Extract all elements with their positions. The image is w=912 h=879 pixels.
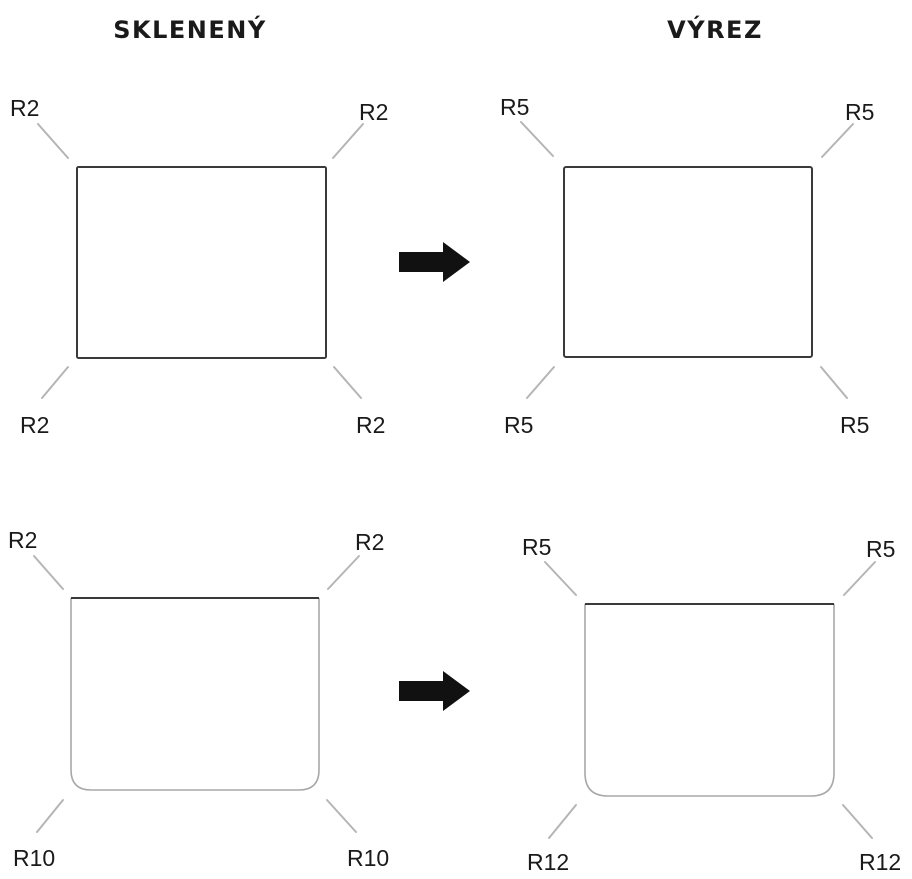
radius-label-top-right: R5 — [866, 536, 895, 562]
cutout-rect-top: R5 R5 R5 R5 — [500, 94, 874, 438]
cutout-shape-bottom-sides — [584, 604, 835, 797]
radius-label-bottom-left: R12 — [527, 849, 569, 875]
right-arrow-icon — [399, 671, 470, 711]
radius-label-bottom-left: R2 — [20, 412, 49, 438]
leader-line-top-right — [327, 555, 360, 590]
glass-rect-top-outline — [76, 166, 327, 359]
radius-label-bottom-left: R5 — [504, 412, 533, 438]
leader-line-top-left — [33, 555, 64, 590]
leader-line-bottom-right — [326, 799, 357, 833]
leader-line-bottom-left — [526, 366, 555, 399]
right-arrow-icon — [399, 242, 470, 282]
radius-label-bottom-right: R12 — [859, 849, 901, 875]
leader-line-bottom-right — [820, 366, 848, 399]
heading-sklenený: SKLENENÝ — [113, 16, 267, 44]
radius-label-top-left: R5 — [500, 94, 529, 120]
radius-label-bottom-right: R5 — [840, 412, 869, 438]
cutout-rect-top-outline — [563, 166, 813, 358]
radius-label-top-left: R2 — [8, 527, 37, 553]
leader-line-bottom-left — [41, 366, 69, 399]
glass-shape-bottom-sides — [70, 598, 320, 791]
glass-shape-bottom: R2 R2 R10 R10 — [8, 527, 389, 871]
leader-line-top-right — [332, 123, 364, 159]
heading-vyrez: VÝREZ — [667, 16, 763, 44]
radius-label-top-right: R2 — [355, 529, 384, 555]
radius-label-top-left: R2 — [10, 95, 39, 121]
radius-label-bottom-right: R2 — [356, 412, 385, 438]
leader-line-bottom-left — [36, 799, 64, 833]
radius-label-top-left: R5 — [522, 534, 551, 560]
radius-label-top-right: R5 — [845, 99, 874, 125]
radius-label-bottom-right: R10 — [347, 845, 389, 871]
leader-line-bottom-right — [333, 366, 362, 399]
leader-line-top-left — [37, 123, 69, 159]
leader-line-bottom-right — [842, 804, 873, 839]
cutout-shape-bottom: R5 R5 R12 R12 — [522, 534, 901, 875]
glass-rect-top: R2 R2 R2 R2 — [10, 95, 388, 438]
leader-line-bottom-left — [548, 804, 577, 839]
radius-label-bottom-left: R10 — [13, 845, 55, 871]
leader-line-top-right — [843, 561, 876, 596]
leader-line-top-right — [821, 123, 854, 158]
leader-line-top-left — [544, 561, 577, 596]
leader-line-top-left — [520, 121, 554, 157]
radius-label-top-right: R2 — [359, 99, 388, 125]
